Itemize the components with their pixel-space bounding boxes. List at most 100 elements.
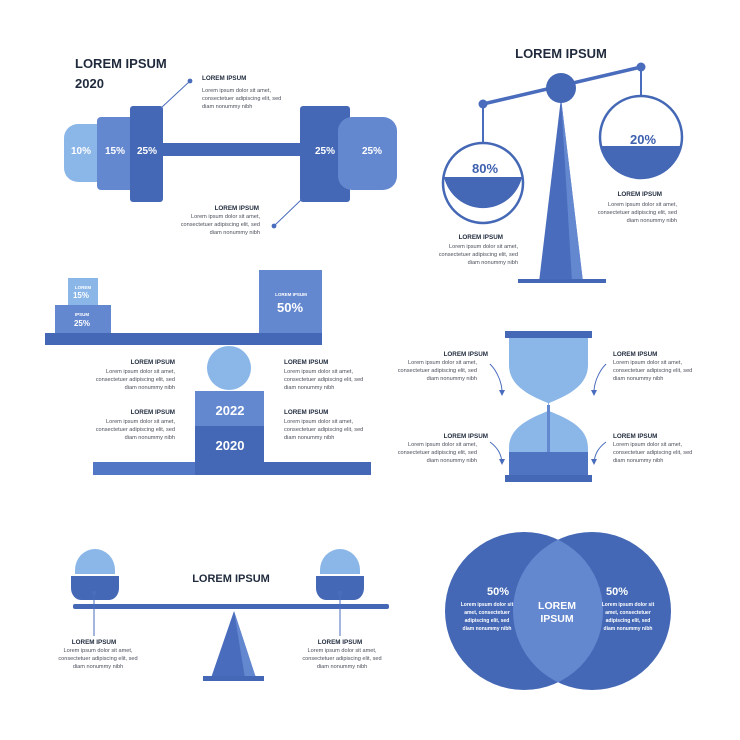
left-pan-fill xyxy=(444,177,522,209)
steps-text-left-bottom-line-2: consectetuer adipiscing elit, sed xyxy=(96,427,175,433)
hourglass-text-right-bottom-line-3: diam nonummy nibh xyxy=(613,458,663,464)
seesaw-text-right-line-3: diam nonummy nibh xyxy=(317,664,367,670)
hourglass-text-left-bottom-line-1: Lorem ipsum dolor sit amet, xyxy=(408,442,477,448)
small-block-top xyxy=(68,278,98,305)
left-middle-plate-value: 15% xyxy=(105,146,125,157)
hourglass-text-right-bottom-line-1: Lorem ipsum dolor sit amet, xyxy=(613,442,682,448)
hourglass-arrow-left-top xyxy=(489,363,503,393)
seesaw-text-right: LOREM IPSUM Lorem ipsum dolor sit amet, … xyxy=(302,639,381,670)
small-block-bottom-value: 25% xyxy=(74,319,90,328)
year-block-top xyxy=(195,391,264,426)
hourglass-arrow-right-top xyxy=(593,363,607,393)
small-block-bottom xyxy=(55,305,111,333)
venn-left-text-line-4: diam nonummy nibh xyxy=(463,626,512,632)
venn-left-text-line-1: Lorem ipsum dolor sit xyxy=(461,602,514,608)
scale-text-right-line-1: Lorem ipsum dolor sit amet, xyxy=(608,202,677,208)
dumbbell-year: 2020 xyxy=(75,76,104,91)
hourglass-text-left-top-line-1: Lorem ipsum dolor sit amet, xyxy=(408,360,477,366)
balance-scale-infographic: LOREM IPSUM 80% 20% LOREM IPSUM Lorem ip… xyxy=(439,46,684,283)
venn-right-text: Lorem ipsum dolor sit amet, consectetuer… xyxy=(602,602,655,632)
hourglass-infographic: LOREM IPSUM Lorem ipsum dolor sit amet, … xyxy=(398,331,692,482)
hourglass-bottom-cap xyxy=(505,475,592,482)
year-top: 2022 xyxy=(216,403,245,418)
dumbbell-text-bottom-line-1: Lorem ipsum dolor sit amet, xyxy=(191,214,260,220)
steps-text-right-top-line-1: Lorem ipsum dolor sit amet, xyxy=(284,369,353,375)
dumbbell-text-top-head: LOREM IPSUM xyxy=(202,75,246,82)
dumbbell-text-bottom-line-3: diam nonummy nibh xyxy=(210,230,260,236)
dumbbell-text-top: LOREM IPSUM Lorem ipsum dolor sit amet, … xyxy=(202,75,281,110)
venn-right-value: 50% xyxy=(606,586,628,598)
dumbbell-text-top-line-2: consectetuer adipiscing elit, sed xyxy=(202,96,281,102)
ball xyxy=(207,346,251,390)
scale-text-right-line-3: diam nonummy nibh xyxy=(627,218,677,224)
scale-text-left-head: LOREM IPSUM xyxy=(459,234,503,241)
small-block-top-label: LOREM xyxy=(75,285,92,290)
venn-infographic: 50% 50% LOREM IPSUM Lorem ipsum dolor si… xyxy=(445,532,671,690)
seesaw-right-bowl xyxy=(316,576,364,600)
steps-text-left-bottom: LOREM IPSUM Lorem ipsum dolor sit amet, … xyxy=(96,409,176,441)
dumbbell-callout-top-dot xyxy=(187,78,193,84)
hourglass-arrowhead-right-top xyxy=(591,390,597,396)
hourglass-text-left-top: LOREM IPSUM Lorem ipsum dolor sit amet, … xyxy=(398,351,488,382)
hourglass-text-right-top-head: LOREM IPSUM xyxy=(613,351,657,358)
dumbbell-callout-bottom-line xyxy=(273,198,303,227)
right-outer-plate xyxy=(338,117,397,190)
upper-shelf xyxy=(45,333,322,345)
small-block-bottom-label: IPSUM xyxy=(75,312,90,317)
big-block-label: LOREM IPSUM xyxy=(275,292,307,297)
venn-right-text-line-4: diam nonummy nibh xyxy=(604,626,653,632)
scale-text-left-line-2: consectetuer adipiscing elit, sed xyxy=(439,252,518,258)
seesaw-text-right-head: LOREM IPSUM xyxy=(318,639,362,646)
steps-text-right-top-head: LOREM IPSUM xyxy=(284,359,328,366)
seesaw-plank xyxy=(73,604,389,609)
seesaw-text-left-line-2: consectetuer adipiscing elit, sed xyxy=(58,656,137,662)
year-block-bottom xyxy=(195,426,264,462)
hourglass-text-left-top-line-2: consectetuer adipiscing elit, sed xyxy=(398,368,477,374)
hourglass-arrowhead-left-bottom xyxy=(499,459,505,465)
seesaw-text-left: LOREM IPSUM Lorem ipsum dolor sit amet, … xyxy=(58,639,137,670)
dumbbell-text-bottom-line-2: consectetuer adipiscing elit, sed xyxy=(181,222,260,228)
left-middle-plate xyxy=(97,117,139,190)
right-inner-plate xyxy=(300,106,350,202)
step-blocks-infographic: LOREM 15% IPSUM 25% LOREM IPSUM 50% 2022… xyxy=(45,270,371,475)
steps-text-right-top-line-3: diam nonummy nibh xyxy=(284,385,334,391)
big-block xyxy=(259,270,322,333)
left-pan-value: 80% xyxy=(472,161,498,176)
left-inner-plate xyxy=(130,106,163,202)
hourglass-text-left-bottom: LOREM IPSUM Lorem ipsum dolor sit amet, … xyxy=(398,433,488,464)
seesaw-right-dome xyxy=(320,549,360,574)
right-pan-fill xyxy=(601,146,681,178)
hourglass-arrowhead-right-bottom xyxy=(591,459,597,465)
hourglass-text-left-bottom-line-2: consectetuer adipiscing elit, sed xyxy=(398,450,477,456)
venn-right-text-line-3: adipiscing elit, sed xyxy=(606,618,651,624)
steps-text-left-bottom-line-3: diam nonummy nibh xyxy=(125,435,175,441)
venn-left-text-line-3: adipiscing elit, sed xyxy=(465,618,510,624)
venn-center-line-1: LOREM xyxy=(538,600,576,612)
right-pan-value: 20% xyxy=(630,132,656,147)
steps-text-left-top-line-3: diam nonummy nibh xyxy=(125,385,175,391)
dumbbell-text-top-line-3: diam nonummy nibh xyxy=(202,104,252,110)
steps-text-left-top-line-2: consectetuer adipiscing elit, sed xyxy=(96,377,175,383)
scale-text-left-line-3: diam nonummy nibh xyxy=(468,260,518,266)
venn-overlap xyxy=(513,532,603,690)
seesaw-infographic: LOREM IPSUM LOREM IPSUM Lorem ipsum dolo… xyxy=(58,549,389,681)
right-inner-plate-value: 25% xyxy=(315,146,335,157)
venn-left-text-line-2: amet, consectetuer xyxy=(464,610,510,616)
scale-text-right: LOREM IPSUM Lorem ipsum dolor sit amet, … xyxy=(598,191,678,224)
steps-text-right-bottom-line-2: consectetuer adipiscing elit, sed xyxy=(284,427,363,433)
seesaw-right-callout-dot xyxy=(337,590,343,596)
left-inner-plate-value: 25% xyxy=(137,146,157,157)
steps-text-right-bottom-line-3: diam nonummy nibh xyxy=(284,435,334,441)
seesaw-text-left-head: LOREM IPSUM xyxy=(72,639,116,646)
steps-text-right-bottom-head: LOREM IPSUM xyxy=(284,409,328,416)
venn-left-text: Lorem ipsum dolor sit amet, consectetuer… xyxy=(461,602,514,632)
steps-text-left-top: LOREM IPSUM Lorem ipsum dolor sit amet, … xyxy=(96,359,176,391)
hourglass-text-right-bottom-head: LOREM IPSUM xyxy=(613,433,657,440)
venn-right-text-line-2: amet, consectetuer xyxy=(605,610,651,616)
dumbbell-text-bottom: LOREM IPSUM Lorem ipsum dolor sit amet, … xyxy=(181,205,261,236)
steps-text-right-top-line-2: consectetuer adipiscing elit, sed xyxy=(284,377,363,383)
hourglass-bottom-sand xyxy=(509,452,588,478)
hourglass-text-right-top-line-2: consectetuer adipiscing elit, sed xyxy=(613,368,692,374)
dumbbell-callout-top-line xyxy=(160,80,191,109)
